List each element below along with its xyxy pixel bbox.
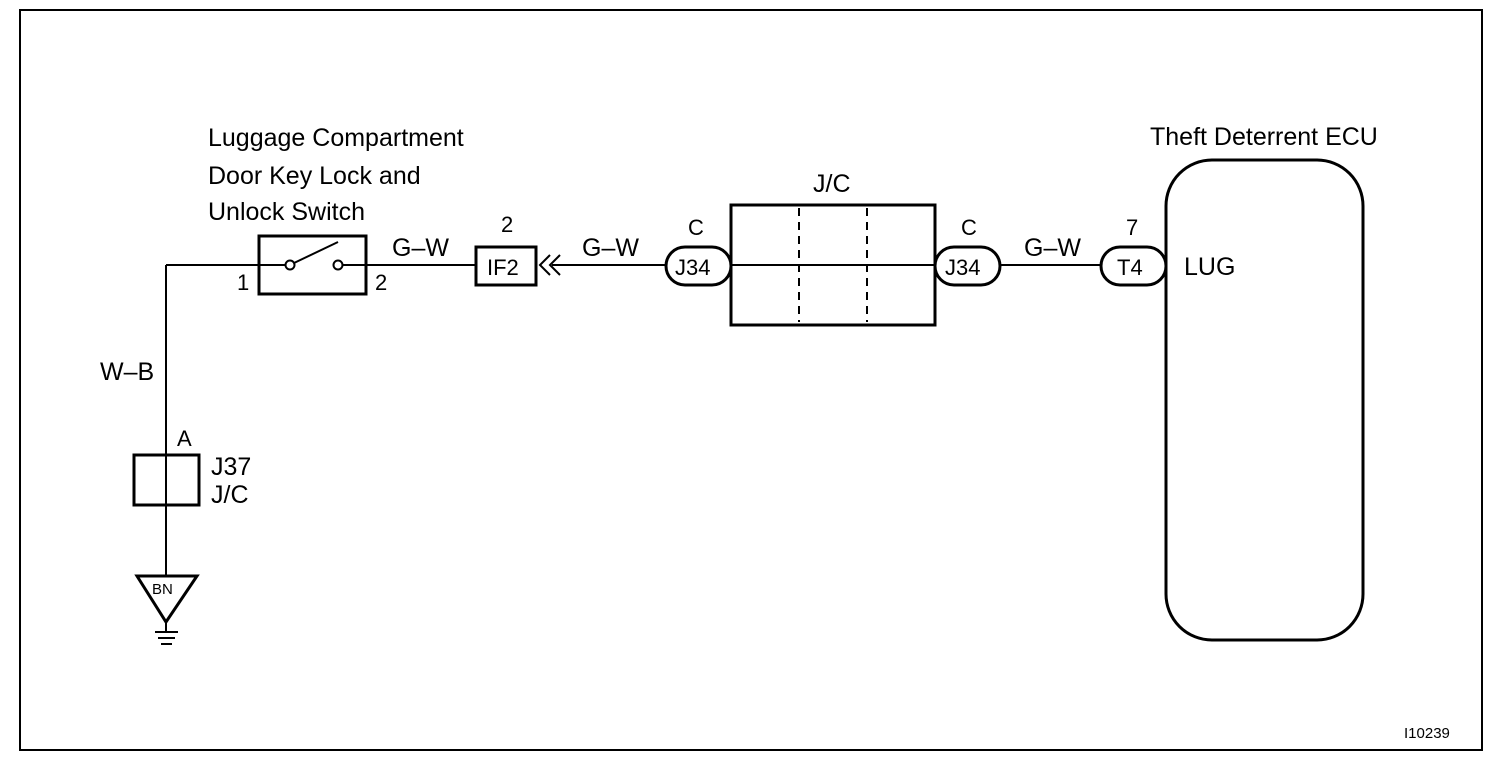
if2-connector: 2 IF2 bbox=[474, 212, 561, 287]
ecu-pin: 7 bbox=[1126, 215, 1138, 240]
wire-label-switch-to-if2: G–W bbox=[392, 234, 449, 262]
figure-id: I10239 bbox=[1404, 725, 1450, 742]
jc-right-pin: C bbox=[961, 215, 977, 240]
jc-right-label: J34 bbox=[945, 255, 980, 280]
j37-junction: A J37 J/C bbox=[132, 426, 251, 509]
switch-title-line-2: Door Key Lock and bbox=[208, 162, 421, 190]
ground-label: BN bbox=[152, 581, 173, 598]
switch-contact-right bbox=[332, 259, 344, 271]
wire-label-ground: W–B bbox=[100, 358, 154, 386]
jc-left-pin: C bbox=[688, 215, 704, 240]
j37-label: J37 bbox=[211, 453, 251, 481]
jc-left-label: J34 bbox=[675, 255, 710, 280]
ground-point: BN bbox=[134, 574, 200, 645]
switch-blade bbox=[293, 241, 339, 264]
j37-pin: A bbox=[177, 426, 192, 451]
ecu-body bbox=[1164, 158, 1365, 642]
switch-title-line-3: Unlock Switch bbox=[208, 198, 365, 226]
wire-label-if2-to-j34: G–W bbox=[582, 234, 639, 262]
if2-box bbox=[474, 245, 538, 287]
switch-contact-left bbox=[284, 259, 296, 271]
ground-triangle bbox=[134, 574, 200, 625]
ecu-connector-label: T4 bbox=[1117, 255, 1143, 280]
diagram-frame bbox=[19, 9, 1483, 751]
switch-title-line-1: Luggage Compartment bbox=[208, 124, 464, 152]
j37-type: J/C bbox=[211, 481, 249, 509]
switch-pin-right: 2 bbox=[375, 270, 387, 295]
wire-label-j34-to-t4: G–W bbox=[1024, 234, 1081, 262]
if2-pin: 2 bbox=[501, 212, 513, 237]
if2-chevrons bbox=[538, 254, 561, 276]
ecu-title: Theft Deterrent ECU bbox=[1150, 123, 1378, 151]
jc-main-title: J/C bbox=[813, 170, 851, 198]
if2-label: IF2 bbox=[487, 255, 519, 280]
ecu-terminal: LUG bbox=[1184, 253, 1235, 281]
ecu-connector bbox=[1099, 245, 1168, 287]
theft-deterrent-ecu: Theft Deterrent ECU 7 T4 LUG bbox=[1099, 123, 1378, 642]
switch-pin-left: 1 bbox=[237, 270, 249, 295]
luggage-switch: Luggage Compartment Door Key Lock and Un… bbox=[208, 124, 464, 296]
junction-connector-main: J/C C J34 C J34 bbox=[664, 170, 1002, 327]
jc-left-connector bbox=[664, 245, 733, 287]
